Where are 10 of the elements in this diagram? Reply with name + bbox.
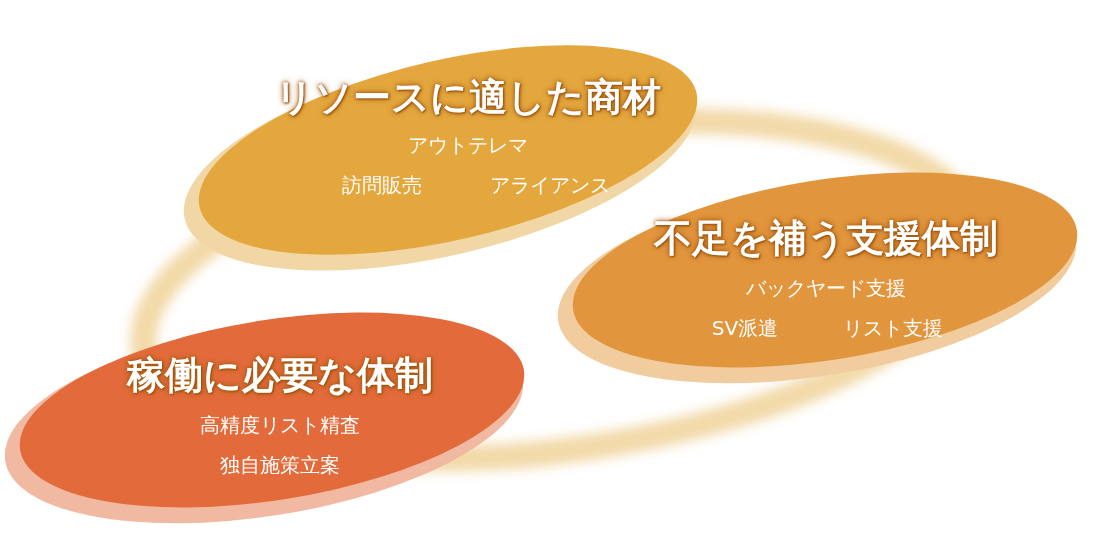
heading: 稼働に必要な体制	[127, 351, 433, 399]
item-text: アウトテレマ	[408, 131, 528, 159]
item-text: SV派遣	[711, 314, 779, 342]
heading: 不足を補う支援体制	[654, 214, 998, 262]
item-text: 高精度リスト精査	[200, 411, 360, 439]
item-text: 訪問販売	[342, 171, 422, 199]
item-text: 独自施策立案	[220, 451, 340, 479]
item-text: アライアンス	[490, 171, 610, 199]
item-text: バックヤード支援	[746, 274, 906, 302]
item-text: リスト支援	[843, 314, 943, 342]
